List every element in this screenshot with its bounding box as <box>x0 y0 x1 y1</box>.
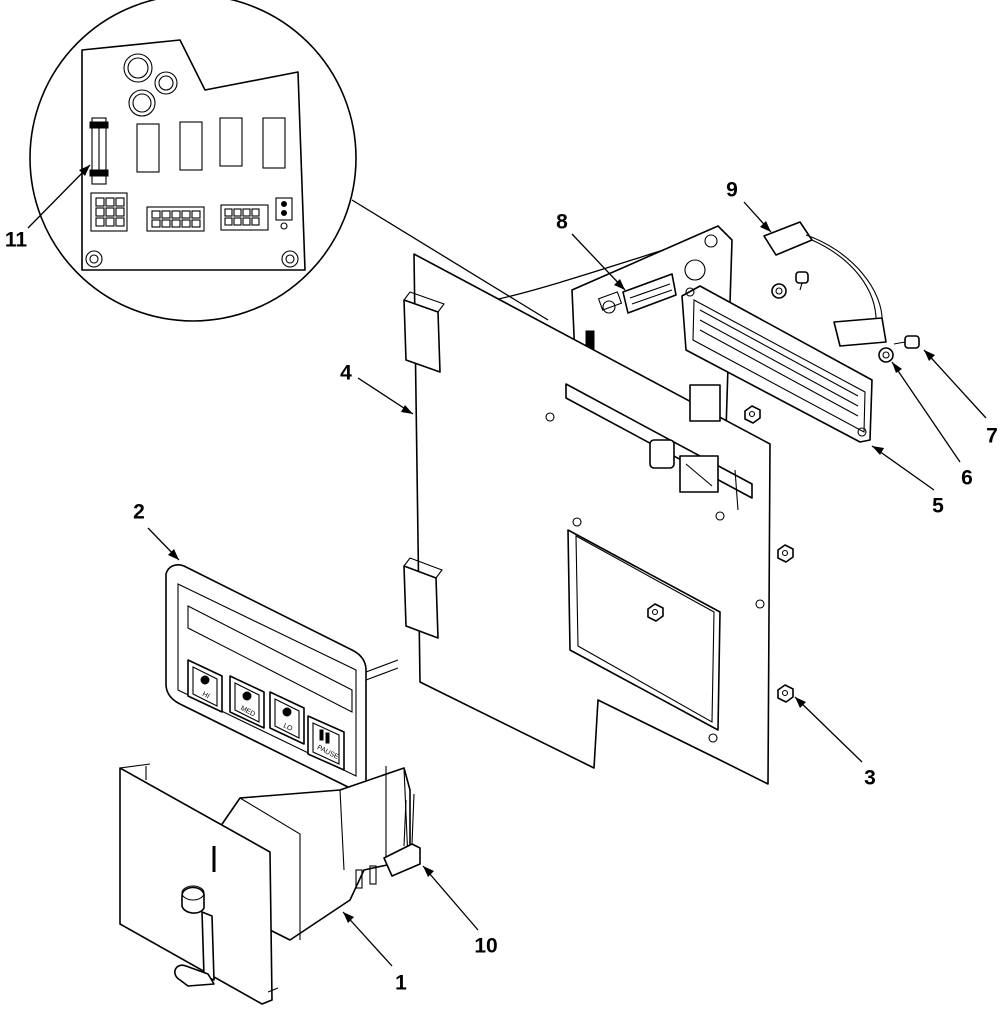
nut-center <box>647 603 664 622</box>
inset-relay-4 <box>262 117 286 169</box>
inset-relay-2 <box>179 121 203 171</box>
washer-part-6 <box>878 347 894 363</box>
nut-part-3 <box>777 684 794 703</box>
keypad-key-2: MED <box>229 675 265 729</box>
bracket-part-10 <box>383 793 421 877</box>
inset-capacitor-2 <box>154 71 178 95</box>
callout-10: 10 <box>474 934 498 958</box>
keypad-key-4: PAUSE <box>307 715 345 771</box>
inset-connector-10pin-a <box>146 206 205 232</box>
inset-fuse <box>89 117 109 185</box>
plate-inner-component <box>649 384 721 493</box>
callout-2: 2 <box>133 500 145 524</box>
coin-slot-knob <box>181 885 205 914</box>
face-plate <box>119 763 279 1005</box>
callout-7: 7 <box>986 424 998 448</box>
callout-4: 4 <box>340 361 352 385</box>
leader-lines <box>27 164 987 967</box>
inset-capacitor-1 <box>123 53 153 83</box>
inset-relay-1 <box>136 123 160 173</box>
inset-circuit-board <box>81 39 306 271</box>
callout-8: 8 <box>556 210 568 234</box>
nut-upper <box>744 405 761 424</box>
display-module <box>681 285 873 443</box>
hinge-lower <box>403 557 443 639</box>
detail-leader-1 <box>351 199 549 321</box>
wire-harness-part-9 <box>763 221 887 347</box>
callout-11: 11 <box>4 228 28 252</box>
inset-capacitor-3 <box>128 89 156 117</box>
inset-mount-hole-left <box>85 250 103 268</box>
inset-connector-2pin <box>275 197 293 230</box>
inset-mount-hole-right <box>281 250 299 268</box>
callout-5: 5 <box>932 494 944 518</box>
keypad-key-1-label: HI <box>201 691 210 700</box>
washer-upper <box>771 283 787 299</box>
board-connector-8 <box>622 273 677 314</box>
screw-upper <box>795 271 809 291</box>
keypad-key-1: HI <box>187 659 223 713</box>
callout-9: 9 <box>726 178 738 202</box>
inset-connector-9pin <box>90 192 128 232</box>
nut-middle <box>777 544 794 563</box>
keypad-key-3-label: LO <box>282 722 294 733</box>
callout-6: 6 <box>961 466 973 490</box>
hinge-upper <box>403 291 445 373</box>
detail-inset <box>29 0 357 322</box>
callout-1: 1 <box>395 971 407 995</box>
keypad-key-3: LO <box>269 691 305 745</box>
inset-connector-10pin-b <box>220 204 269 231</box>
mounting-plate-part-4 <box>403 253 771 785</box>
inset-relay-3 <box>219 117 243 167</box>
screw-part-7 <box>893 335 920 349</box>
callout-3: 3 <box>864 766 876 790</box>
